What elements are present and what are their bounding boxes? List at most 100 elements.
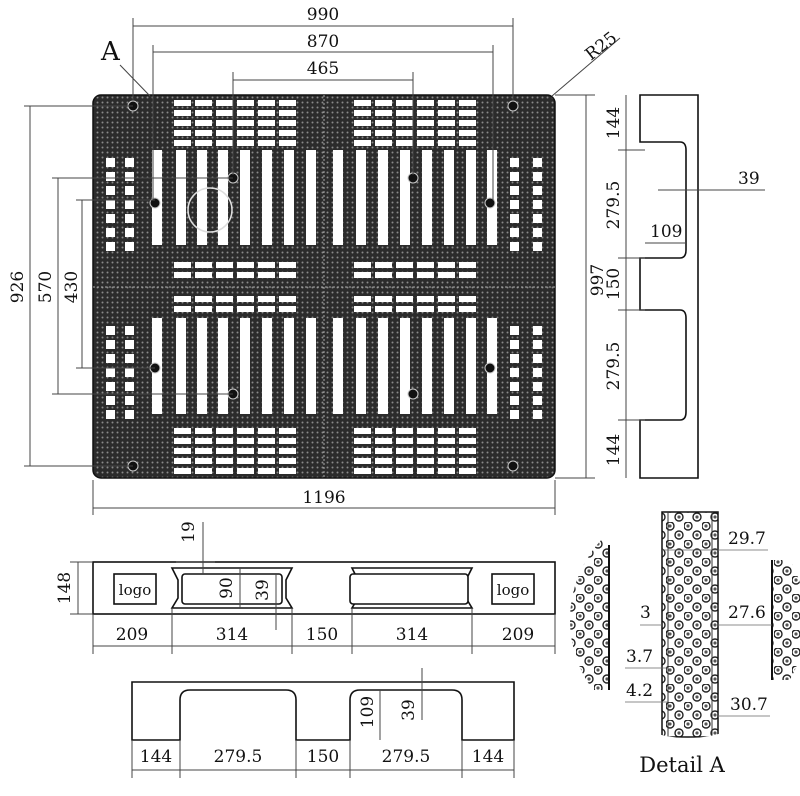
slat-slot (258, 130, 275, 136)
long-slot (218, 150, 228, 245)
edge-slot (510, 172, 519, 181)
slat-slot (258, 448, 275, 454)
long-slot (422, 318, 432, 414)
slat-slot (417, 130, 434, 136)
slat-slot (375, 130, 392, 136)
long-slot (284, 150, 294, 245)
slat-slot (174, 100, 191, 106)
edge-slot (125, 214, 134, 223)
slat-slot (459, 262, 476, 268)
slat-slot (279, 428, 296, 434)
slat-slot (237, 110, 254, 116)
edge-slot (533, 186, 542, 195)
slat-slot (354, 438, 371, 444)
slat-slot (459, 140, 476, 146)
front-dim-150: 150 (306, 625, 338, 645)
slat-slot (216, 120, 233, 126)
long-slot (197, 150, 207, 245)
slat-slot (216, 468, 233, 474)
slat-slot (438, 428, 455, 434)
slat-slot (459, 438, 476, 444)
edge-slot (125, 382, 134, 391)
detail-dim-29-7: 29.7 (728, 529, 766, 549)
slat-slot (396, 428, 413, 434)
logo-box-left (113, 573, 157, 605)
long-slot (262, 318, 272, 414)
slat-slot (279, 468, 296, 474)
slat-slot (258, 120, 275, 126)
edge-slot (106, 382, 115, 391)
edge-slot (125, 326, 134, 335)
bolt-hole (507, 460, 519, 472)
slat-slot (195, 120, 212, 126)
slat-slot (459, 110, 476, 116)
slat-slot (258, 100, 275, 106)
edge-slot (533, 200, 542, 209)
edge-slot (510, 340, 519, 349)
slat-slot (375, 110, 392, 116)
front-dim-19: 19 (179, 521, 199, 543)
slat-slot (195, 130, 212, 136)
slat-slot (459, 296, 476, 302)
long-slot (306, 150, 316, 245)
slat-slot (195, 262, 212, 268)
side-dim-144-bottom: 144 (604, 434, 624, 466)
front-dim-209-right: 209 (502, 625, 534, 645)
slat-slot (258, 428, 275, 434)
slat-slot (279, 130, 296, 136)
long-slot (240, 318, 250, 414)
long-slot (378, 318, 388, 414)
edge-slot (510, 326, 519, 335)
slat-slot (354, 296, 371, 302)
slat-slot (438, 140, 455, 146)
slat-slot (375, 262, 392, 268)
slat-slot (174, 438, 191, 444)
long-slot (356, 318, 366, 414)
slat-slot (258, 262, 275, 268)
detail-a-label: A (100, 37, 121, 67)
edge-slot (106, 158, 115, 167)
slat-slot (174, 130, 191, 136)
slat-slot (417, 100, 434, 106)
long-slot (487, 150, 497, 245)
slat-slot (375, 272, 392, 278)
slat-slot (396, 262, 413, 268)
slat-slot (375, 448, 392, 454)
dim-997: 997 (588, 264, 608, 296)
detail-dim-4-2: 4.2 (626, 681, 653, 701)
slat-slot (216, 458, 233, 464)
detail-dim-27-6: 27.6 (728, 603, 766, 623)
slat-slot (216, 100, 233, 106)
dim-430: 430 (62, 271, 82, 303)
slat-slot (438, 100, 455, 106)
side-view: 144 279.5 150 279.5 144 39 109 (604, 94, 765, 479)
slat-slot (438, 110, 455, 116)
slat-slot (354, 428, 371, 434)
slat-slot (195, 306, 212, 312)
edge-slot (533, 382, 542, 391)
slat-slot (279, 100, 296, 106)
slat-slot (354, 110, 371, 116)
slat-slot (216, 296, 233, 302)
slat-slot (174, 140, 191, 146)
slat-slot (396, 110, 413, 116)
edge-slot (106, 396, 115, 405)
slat-slot (216, 428, 233, 434)
side-dim-39: 39 (738, 169, 760, 189)
edge-slot (533, 228, 542, 237)
slat-slot (459, 468, 476, 474)
slat-slot (174, 448, 191, 454)
slat-slot (417, 272, 434, 278)
bolt-hole (484, 197, 496, 209)
slat-slot (237, 428, 254, 434)
slat-slot (354, 100, 371, 106)
slat-slot (216, 110, 233, 116)
slat-slot (438, 448, 455, 454)
detail-a-title: Detail A (639, 753, 725, 777)
long-slot (333, 318, 343, 414)
bolt-hole (507, 100, 519, 112)
logo-right: logo (497, 581, 529, 599)
slat-slot (459, 448, 476, 454)
edge-slot (533, 214, 542, 223)
slat-slot (195, 272, 212, 278)
